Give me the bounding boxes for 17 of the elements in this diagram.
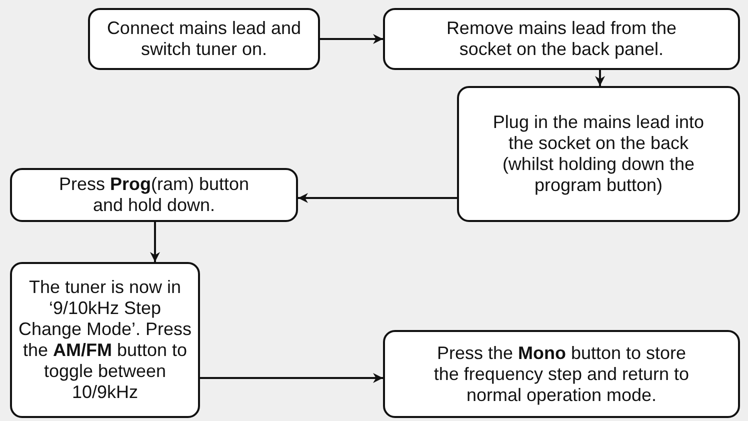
- process-box: [10, 168, 298, 222]
- step-text: Connect mains lead and switch tuner on.: [106, 18, 302, 60]
- step-text: Plug in the mains lead into the socket on the back (whilst holding down the program button): [492, 112, 706, 196]
- arrow: [150, 222, 160, 262]
- arrow: [200, 373, 383, 383]
- step-text: Press the Mono button to store the frequency step and return to normal operation mode.: [432, 342, 690, 406]
- process-box: [383, 8, 740, 70]
- process-box: [88, 8, 320, 70]
- process-box: [10, 262, 200, 418]
- step-text: Press Prog(ram) button and hold down.: [58, 174, 250, 216]
- process-box: [383, 330, 740, 418]
- arrow: [320, 34, 383, 44]
- step-text: Remove mains lead from the socket on the back panel.: [445, 18, 678, 60]
- arrow: [595, 70, 605, 86]
- arrow: [298, 193, 457, 203]
- step-text: The tuner is now in ‘9/10kHz Step Change Mode’. Press the AM/FM button to toggle between 10/9kHz: [17, 277, 193, 403]
- process-box: [457, 86, 740, 222]
